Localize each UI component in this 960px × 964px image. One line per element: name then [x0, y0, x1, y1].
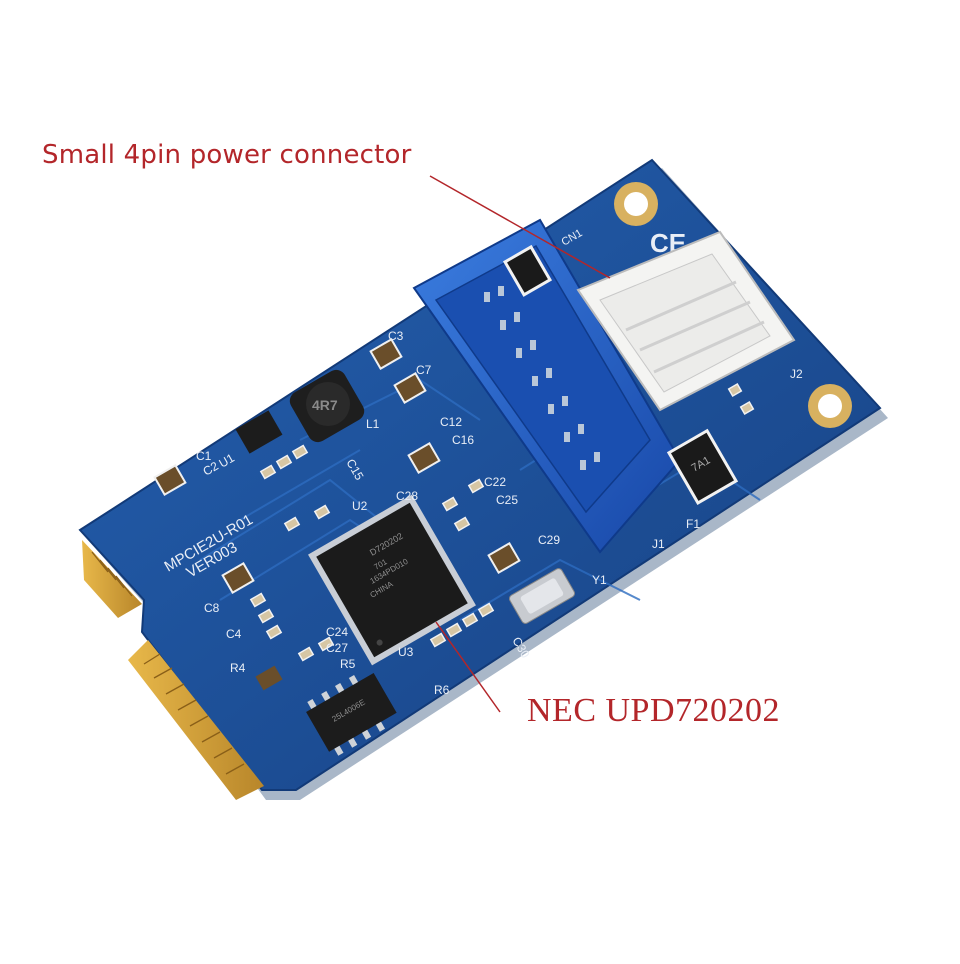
svg-text:C1: C1 — [196, 449, 212, 463]
svg-text:L1: L1 — [366, 417, 380, 431]
svg-text:C12: C12 — [440, 415, 462, 429]
svg-text:Y1: Y1 — [592, 573, 607, 587]
svg-text:U3: U3 — [398, 645, 414, 659]
svg-text:C7: C7 — [416, 363, 432, 377]
capacitors — [153, 337, 521, 691]
svg-text:U2: U2 — [352, 499, 368, 513]
svg-text:R6: R6 — [434, 683, 450, 697]
mounting-hole-right — [808, 384, 852, 428]
svg-text:C28: C28 — [396, 489, 418, 503]
svg-text:R5: R5 — [340, 657, 356, 671]
fuse-cn1 — [502, 244, 553, 297]
gold-edge-connector — [82, 540, 264, 800]
power-connector-4pin — [576, 230, 796, 412]
chip-callout: NEC UPD720202 — [527, 692, 781, 729]
svg-text:C16: C16 — [452, 433, 474, 447]
svg-text:C25: C25 — [496, 493, 518, 507]
power-connector-callout: Small 4pin power connector — [42, 140, 412, 170]
crystal-y1 — [508, 568, 576, 624]
svg-text:J2: J2 — [790, 367, 803, 381]
svg-text:4R7: 4R7 — [312, 397, 338, 413]
svg-text:C27: C27 — [326, 641, 348, 655]
svg-text:C3: C3 — [388, 329, 404, 343]
callout-line-chip — [435, 621, 501, 713]
fuse-f1: 7A1 — [666, 428, 739, 506]
nec-usb3-controller-chip: D720202 701 1634PD010 CHINA — [308, 494, 476, 666]
svg-text:C22: C22 — [484, 475, 506, 489]
regulator-u1 — [235, 410, 283, 454]
usb-19pin-header — [412, 218, 682, 554]
svg-text:U1: U1 — [217, 451, 238, 471]
svg-text:R4: R4 — [230, 661, 246, 675]
svg-text:C4: C4 — [226, 627, 242, 641]
inductor: 4R7 — [289, 369, 365, 443]
svg-text:J1: J1 — [652, 537, 665, 551]
svg-text:C2: C2 — [201, 459, 222, 479]
svg-text:C29: C29 — [538, 533, 560, 547]
eeprom-chip: 25L4006E — [306, 672, 397, 756]
svg-text:F1: F1 — [686, 517, 700, 531]
svg-text:C8: C8 — [204, 601, 220, 615]
smd-passives — [249, 383, 755, 662]
callout-line-power — [429, 175, 611, 279]
mounting-hole-top — [614, 182, 658, 226]
svg-text:C24: C24 — [326, 625, 348, 639]
